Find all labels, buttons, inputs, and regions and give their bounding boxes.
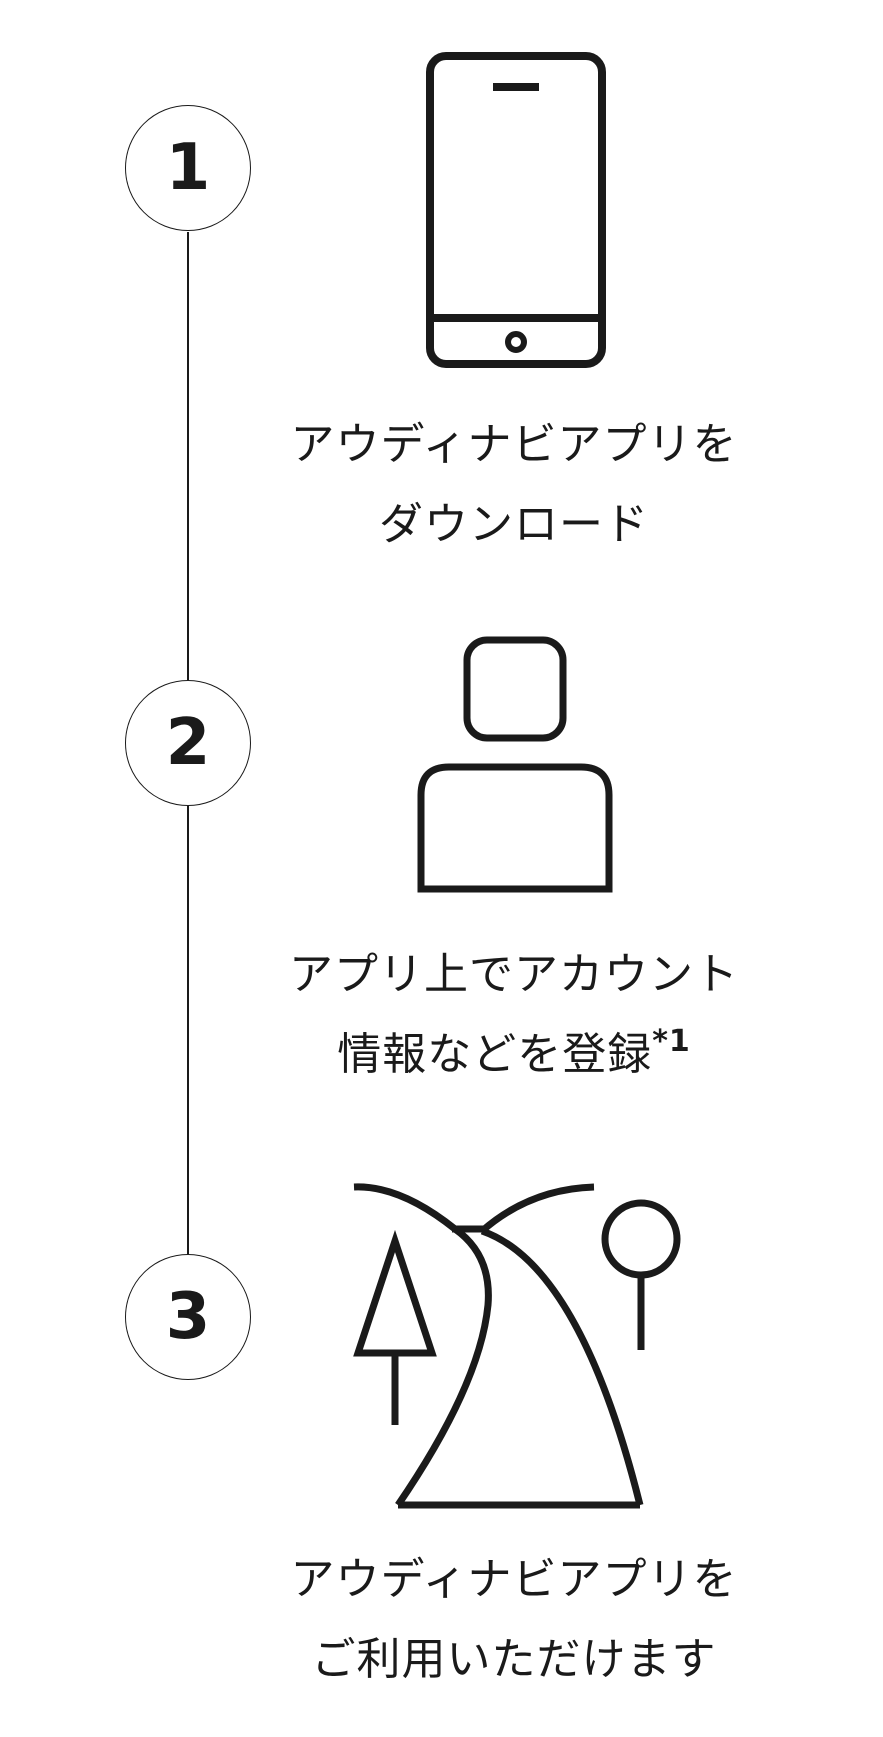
step-3-caption-line-2: ご利用いただけます [311, 1634, 717, 1685]
step-2-caption-line-1: アプリ上でアカウント [289, 949, 739, 1000]
road-landscape-icon [353, 1183, 681, 1509]
step-1-number-circle: 1 [125, 105, 251, 231]
step-3-caption: アウディナビアプリを ご利用いただけます [214, 1540, 814, 1700]
step-2-caption-line-2: 情報などを登録*1 [214, 1015, 814, 1095]
step-2-caption: アプリ上でアカウント 情報などを登録*1 [214, 935, 814, 1095]
user-account-icon [417, 636, 613, 893]
step-2-caption-line-2-text: 情報などを登録 [337, 1029, 653, 1080]
smartphone-icon [426, 52, 606, 368]
step-2-number: 2 [165, 706, 211, 780]
step-1-caption: アウディナビアプリを ダウンロード [214, 405, 814, 565]
step-3-number: 3 [165, 1280, 211, 1354]
timeline-connector-2-3 [187, 806, 189, 1254]
step-3-caption-line-1: アウディナビアプリを [290, 1554, 738, 1605]
timeline-connector-1-2 [187, 232, 189, 680]
step-1-caption-line-2: ダウンロード [379, 499, 649, 550]
step-2-number-circle: 2 [125, 680, 251, 806]
step-1-caption-line-1: アウディナビアプリを [290, 419, 738, 470]
step-1-number: 1 [165, 131, 211, 205]
footnote-mark: *1 [652, 1024, 691, 1059]
step-3-number-circle: 3 [125, 1254, 251, 1380]
